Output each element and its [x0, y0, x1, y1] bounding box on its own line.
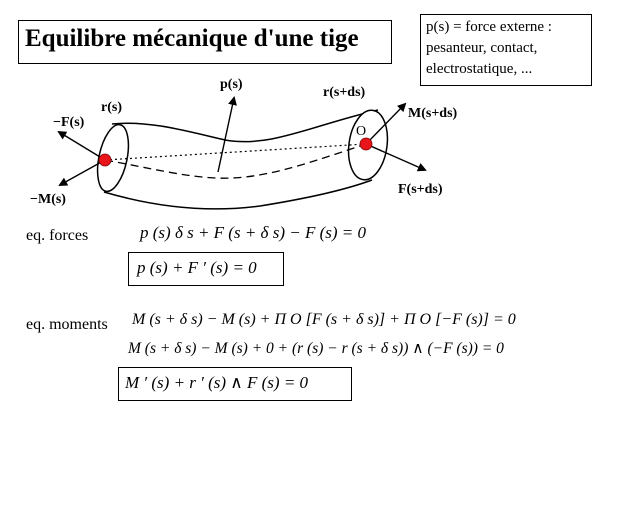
label-O: O: [356, 124, 366, 139]
point-sds: [359, 137, 373, 151]
eq-forces-2: p (s) + F ′ (s) = 0: [137, 258, 257, 277]
arrow-M-sds: [365, 102, 407, 145]
eq-moments-1: M (s + δ s) − M (s) + Π O [F (s + δ s)] …: [132, 311, 516, 328]
label-F-sds: F(s+ds): [398, 182, 443, 197]
note-line-3: electrostatique, ...: [426, 61, 533, 77]
rod-centerline: [104, 143, 367, 179]
label-minus-M: −M(s): [30, 192, 66, 207]
note-box: p(s) = force externe : pesanteur, contac…: [420, 14, 592, 86]
label-r-s: r(s): [101, 100, 122, 115]
label-M-sds: M(s+ds): [408, 106, 458, 121]
rod-left-end: [96, 123, 130, 193]
eq-moments-3: M ′ (s) + r ′ (s) ∧ F (s) = 0: [125, 373, 309, 392]
arrow-minus-M: [58, 159, 106, 186]
eq-forces-2-box: p (s) + F ′ (s) = 0: [128, 252, 284, 286]
eq-moments-2: M (s + δ s) − M (s) + 0 + (r (s) − r (s …: [128, 340, 504, 357]
eq-forces-1: p (s) δ s + F (s + δ s) − F (s) = 0: [140, 223, 367, 242]
eq-moments-label: eq. moments: [26, 316, 108, 333]
chord-line: [104, 143, 367, 161]
eq-moments-3-box: M ′ (s) + r ′ (s) ∧ F (s) = 0: [118, 367, 352, 401]
page-title: Equilibre mécanique d'une tige: [25, 25, 359, 52]
rod-diagram: r(s) p(s) r(s+ds) M(s+ds) O −F(s) −M(s) …: [30, 77, 458, 210]
note-line-2: pesanteur, contact,: [426, 40, 538, 56]
label-r-sds: r(s+ds): [323, 85, 366, 100]
arrow-F-sds: [365, 143, 427, 172]
label-minus-F: −F(s): [53, 115, 85, 130]
rod-bottom-outline: [103, 179, 373, 210]
title-box: Equilibre mécanique d'une tige: [18, 20, 392, 64]
arrow-p: [217, 96, 237, 173]
eq-forces-label: eq. forces: [26, 227, 89, 244]
arrow-minus-F: [57, 130, 106, 161]
label-p-s: p(s): [220, 77, 243, 92]
note-line-1: p(s) = force externe :: [426, 19, 552, 35]
point-s: [98, 153, 112, 167]
rod-top-outline: [111, 109, 379, 143]
